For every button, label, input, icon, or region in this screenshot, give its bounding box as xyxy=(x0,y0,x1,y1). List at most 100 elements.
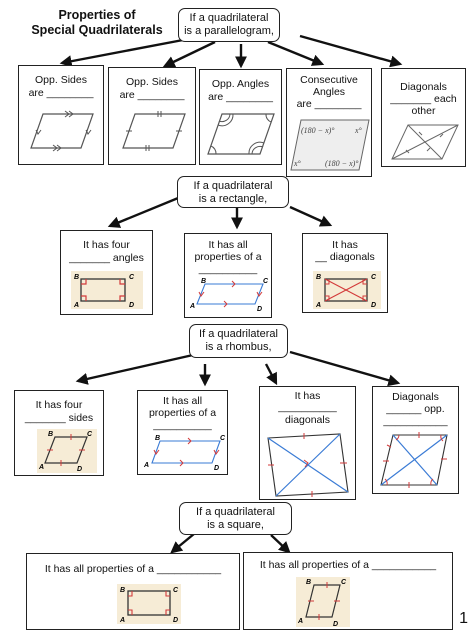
card-line-3: __________ xyxy=(198,263,258,275)
arrow xyxy=(162,40,216,68)
arrow xyxy=(75,353,194,385)
rhombus-card-all-properties: It has all properties of a __________ B … xyxy=(137,390,228,475)
card-line-3: diagonals xyxy=(285,414,330,426)
card-line-2: properties of a xyxy=(194,251,262,263)
arrow xyxy=(289,350,401,387)
rhombus-figure: B C A D xyxy=(37,429,97,473)
vertex-label: D xyxy=(214,465,219,472)
header-line-2: is a rhombus, xyxy=(205,341,272,353)
vertex-label: A xyxy=(189,303,195,310)
card-line-3: ___________ xyxy=(383,415,448,427)
arrow xyxy=(264,363,278,386)
card-line-1: It has xyxy=(332,239,358,251)
title-line-2: Special Quadrilaterals xyxy=(31,23,163,37)
card-line-2: __ diagonals xyxy=(315,251,375,263)
card-line-3: are ________ xyxy=(296,98,362,110)
vertex-label: B xyxy=(155,435,160,442)
parallelogram-card-consecutive-angles: Consecutive Angles are ________ (180 − x… xyxy=(286,68,372,177)
parallelogram-card-opp-angles: Opp. Angles are ________ xyxy=(199,69,282,165)
square-card-rhombus: It has all properties of a ___________ B… xyxy=(243,552,453,630)
parallelogram-card-opp-sides-2: Opp. Sides are ________ xyxy=(108,67,196,165)
header-line-1: If a quadrilateral xyxy=(196,506,275,518)
square-figure: B C A D xyxy=(296,577,350,628)
vertex-label: D xyxy=(371,302,376,309)
vertex-label: C xyxy=(371,274,377,281)
card-line-2: _______ each xyxy=(390,93,457,105)
vertex-label: B xyxy=(120,587,125,594)
arrow xyxy=(107,194,184,228)
vertex-label: D xyxy=(257,306,262,313)
vertex-label: D xyxy=(333,621,338,628)
card-line-1: Opp. Sides xyxy=(35,74,87,86)
vertex-label: A xyxy=(315,302,321,309)
card-line-3: __________ xyxy=(153,419,212,431)
vertex-label: D xyxy=(77,466,82,473)
card-line-1: Diagonals xyxy=(400,81,447,93)
card-line-1: Opp. Sides xyxy=(126,76,178,88)
rhombus-figure xyxy=(380,432,448,488)
header-line-1: If a quadrilateral xyxy=(193,180,273,192)
card-line-2: properties of a xyxy=(148,407,217,419)
header-line-2: is a rectangle, xyxy=(198,193,268,205)
rectangle-figure: B C A D xyxy=(71,271,143,309)
angle-label: (180 − x)° xyxy=(325,159,359,168)
card-line-1: It has all xyxy=(208,239,248,251)
angle-label: (180 − x)° xyxy=(301,126,335,135)
vertex-label: A xyxy=(119,617,125,624)
arrow xyxy=(299,34,403,68)
page-title: Properties of Special Quadrilaterals xyxy=(22,8,172,38)
vertex-label: B xyxy=(306,579,311,586)
card-line-1: It has four xyxy=(83,239,130,251)
card-line-3: other xyxy=(411,105,436,117)
vertex-label: A xyxy=(38,464,44,471)
vertex-label: C xyxy=(263,278,269,285)
card-line-1: It has all properties of a ___________ xyxy=(259,559,437,571)
card-line-2: are ________ xyxy=(28,87,94,99)
parallelogram-figure xyxy=(207,113,275,155)
parallelogram-card-diagonals: Diagonals _______ each other xyxy=(381,68,466,167)
rhombus-header: If a quadrilateral is a rhombus, xyxy=(189,324,288,358)
arrow xyxy=(267,40,325,66)
header-line-1: If a quadrilateral xyxy=(199,328,278,340)
vertex-label: A xyxy=(297,618,303,625)
arrow xyxy=(270,534,291,554)
vertex-label: D xyxy=(173,617,178,624)
rectangle-figure: B C A D xyxy=(313,271,381,309)
rhombus-card-perpendicular-diagonals: It has __________ diagonals xyxy=(259,386,356,500)
vertex-label: A xyxy=(143,462,149,469)
parallelogram-figure xyxy=(122,111,186,151)
parallelogram-figure: B C A D xyxy=(143,435,226,472)
card-line-2: are ________ xyxy=(119,89,185,101)
card-line-1: Opp. Angles xyxy=(211,78,270,90)
header-line-2: is a square, xyxy=(207,519,264,531)
rhombus-card-bisect-angles: Diagonals ______ opp. ___________ xyxy=(372,386,459,494)
card-line-1: Consecutive xyxy=(300,74,358,86)
parallelogram-header: If a quadrilateral is a parallelogram, xyxy=(178,8,280,42)
vertex-label: C xyxy=(87,431,93,438)
card-line-2: _______ angles xyxy=(69,252,144,264)
square-header: If a quadrilateral is a square, xyxy=(179,502,292,535)
card-line-1: It has all xyxy=(162,395,203,407)
rectangle-card-all-properties: It has all properties of a __________ B … xyxy=(184,233,272,318)
card-line-2: are ________ xyxy=(208,91,273,103)
vertex-label: A xyxy=(73,302,79,309)
vertex-label: B xyxy=(74,274,79,281)
rectangle-card-right-angles: It has four _______ angles B C A D xyxy=(60,230,153,315)
card-line-2: ______ opp. xyxy=(386,403,445,415)
card-line-2: _______ sides xyxy=(24,412,94,424)
card-line-1: It has xyxy=(294,390,321,402)
square-figure: B C A D xyxy=(117,584,181,624)
vertex-label: D xyxy=(129,302,134,309)
parallelogram-card-opp-sides-1: Opp. Sides are ________ xyxy=(18,65,104,165)
vertex-label: B xyxy=(316,274,321,281)
vertex-label: C xyxy=(129,274,135,281)
page-number: 1 xyxy=(459,610,468,627)
vertex-label: C xyxy=(341,579,347,586)
header-line-2: is a parallelogram, xyxy=(184,25,274,37)
card-line-2: Angles xyxy=(312,86,346,98)
rhombus-figure xyxy=(267,433,349,497)
card-line-1: It has all properties of a ___________ xyxy=(44,563,222,575)
rhombus-card-congruent-sides: It has four _______ sides B C A D xyxy=(14,390,104,476)
vertex-label: B xyxy=(48,431,53,438)
